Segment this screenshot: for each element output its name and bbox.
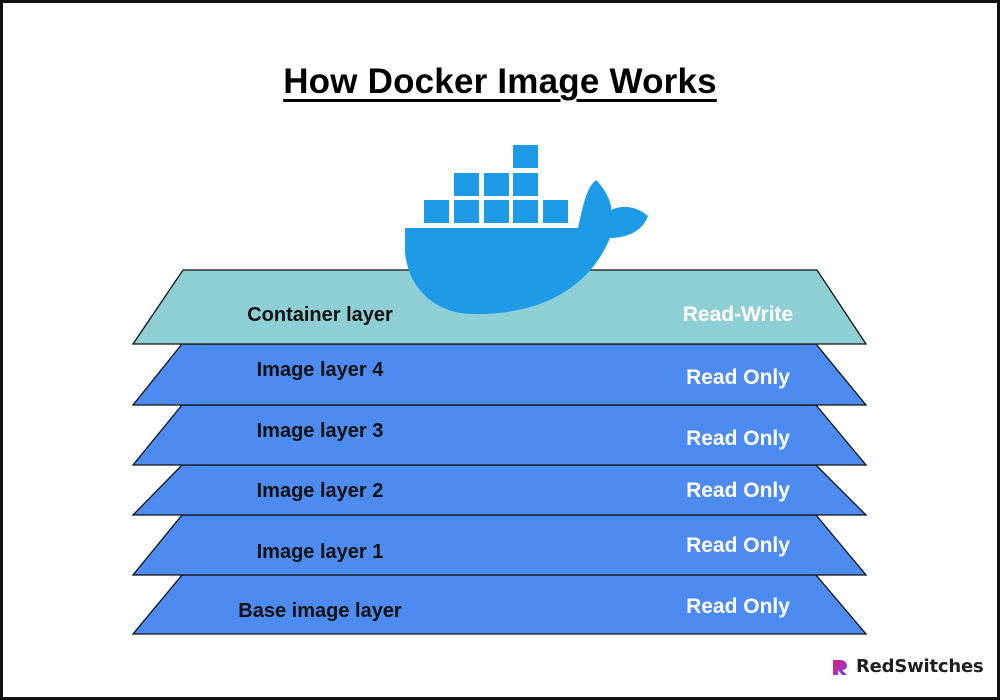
container-box bbox=[484, 200, 509, 223]
layer-image-2-mode: Read Only bbox=[686, 479, 790, 502]
layer-image-1-mode: Read Only bbox=[686, 534, 790, 557]
brand-name: RedSwitches bbox=[856, 656, 984, 677]
whale-body bbox=[405, 180, 648, 315]
container-box bbox=[484, 173, 509, 196]
diagram-title: How Docker Image Works bbox=[283, 62, 717, 101]
layer-base-image: Base image layer Read Only bbox=[131, 574, 868, 635]
layer-image-2: Image layer 2 Read Only bbox=[131, 464, 868, 516]
container-box bbox=[513, 173, 538, 196]
layer-image-4: Image layer 4 Read Only bbox=[131, 343, 868, 406]
layer-image-3-label: Image layer 3 bbox=[257, 420, 384, 442]
container-box bbox=[424, 200, 449, 223]
brand-logo: RedSwitches bbox=[830, 656, 984, 677]
redswitches-logo-icon bbox=[833, 659, 847, 675]
layer-container-mode: Read-Write bbox=[683, 303, 793, 326]
layer-image-3-mode: Read Only bbox=[686, 427, 790, 450]
layer-base-image-label: Base image layer bbox=[238, 600, 402, 622]
container-box bbox=[454, 200, 479, 223]
container-box bbox=[543, 200, 568, 223]
layer-container-label: Container layer bbox=[247, 304, 393, 326]
container-box bbox=[513, 145, 538, 168]
container-box bbox=[513, 200, 538, 223]
layer-image-3: Image layer 3 Read Only bbox=[131, 404, 868, 466]
layer-image-2-label: Image layer 2 bbox=[257, 480, 384, 502]
docker-whale-icon bbox=[405, 145, 648, 315]
container-box bbox=[454, 173, 479, 196]
layer-image-1: Image layer 1 Read Only bbox=[131, 514, 868, 576]
layer-image-4-mode: Read Only bbox=[686, 366, 790, 389]
layer-image-4-label: Image layer 4 bbox=[257, 359, 385, 381]
layer-image-1-label: Image layer 1 bbox=[257, 541, 384, 563]
layer-base-image-mode: Read Only bbox=[686, 595, 790, 618]
